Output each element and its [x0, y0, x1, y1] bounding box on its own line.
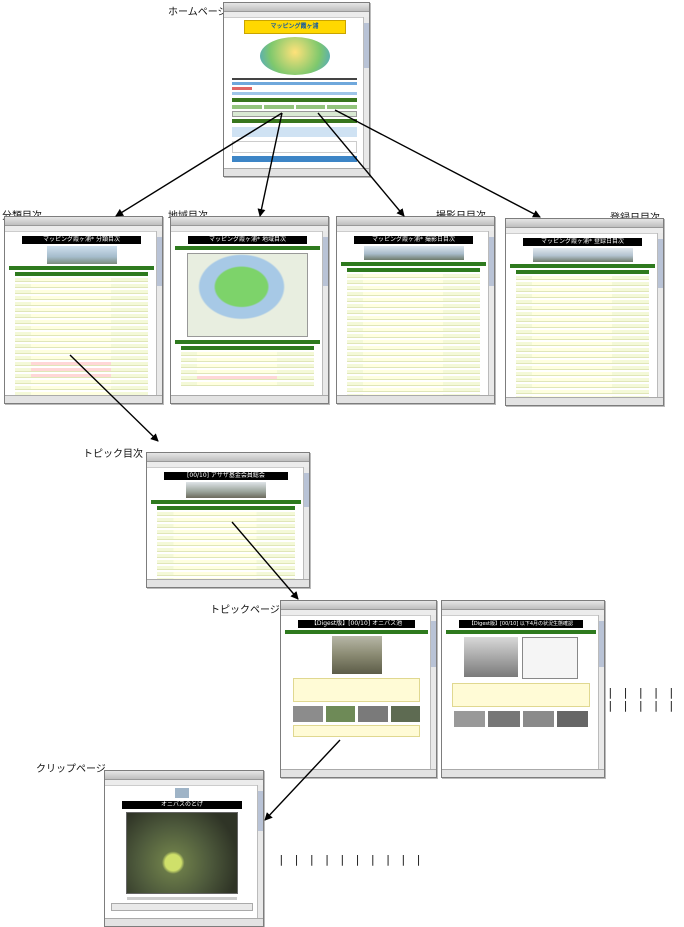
arrow-topic-page-to-clip-page [264, 739, 341, 821]
clip-photo [126, 812, 238, 894]
label-clip-page: クリップページ [36, 764, 106, 775]
category-index-title: マッピング霞ヶ浦* 分類目次 [21, 236, 142, 244]
home-mascot-illustration [259, 37, 330, 75]
topic-page-2-screenshot: 【Digest版】[00/10] 以下4月の状況生態確認 [441, 600, 605, 778]
arrow-home-to-category [115, 112, 283, 217]
topic-page-1-title: 【Digest版】[00/10] オニバス池 [297, 620, 416, 628]
shoot-date-index-screenshot: マッピング霞ヶ浦* 撮影日目次 [336, 216, 495, 404]
arrow-home-to-shoot-date [317, 112, 405, 217]
label-topic-index: トピック目次 [83, 449, 143, 460]
home-banner: マッピング霞ヶ浦 [243, 20, 346, 34]
region-index-title: マッピング霞ヶ浦* 地域目次 [187, 236, 308, 244]
region-map [187, 253, 308, 337]
arrow-category-to-topic-index [69, 354, 159, 442]
arrow-topic-index-to-topic-page [231, 521, 299, 600]
clip-title: オニバスのとげ [122, 801, 242, 809]
clip-page-ellipsis: | | | | | | | | | | [278, 853, 423, 866]
register-date-index-title: マッピング霞ヶ浦* 登録日目次 [522, 238, 643, 246]
register-date-index-screenshot: マッピング霞ヶ浦* 登録日目次 [505, 218, 664, 406]
arrow-home-to-register-date [334, 109, 541, 218]
label-home: ホームページ [168, 7, 228, 18]
clip-page-screenshot: オニバスのとげ [104, 770, 264, 927]
topic-index-screenshot: [00/10] アサザ基金会員総会 [146, 452, 310, 588]
topic-page-ellipsis: | | | | | | | | | | [607, 686, 676, 712]
region-index-screenshot: マッピング霞ヶ浦* 地域目次 [170, 216, 329, 404]
shoot-date-index-title: マッピング霞ヶ浦* 撮影日目次 [353, 236, 474, 244]
category-index-screenshot: マッピング霞ヶ浦* 分類目次 [4, 216, 163, 404]
topic-page-2-title: 【Digest版】[00/10] 以下4月の状況生態確認 [459, 620, 583, 628]
topic-page-1-screenshot: 【Digest版】[00/10] オニバス池 [280, 600, 437, 778]
home-page-screenshot: マッピング霞ヶ浦 [223, 2, 370, 177]
label-topic-page: トピックページ [210, 605, 280, 616]
arrow-home-to-region [257, 112, 283, 217]
topic-index-title: [00/10] アサザ基金会員総会 [164, 472, 288, 480]
